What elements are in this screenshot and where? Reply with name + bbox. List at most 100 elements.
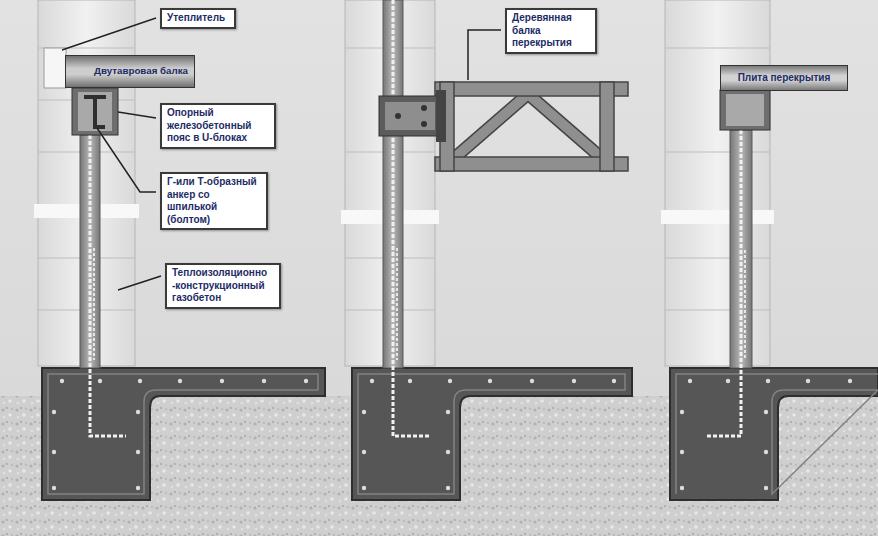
u-block-belt <box>72 88 118 135</box>
concrete-column <box>706 130 741 436</box>
foundation <box>52 450 56 454</box>
foundation <box>688 379 692 383</box>
callout-text: Опорный железобетонный пояс в U-блоках <box>167 107 269 145</box>
foundation <box>136 486 140 490</box>
concrete-column <box>396 248 398 360</box>
concrete-column <box>706 130 752 436</box>
concrete-column <box>383 0 430 436</box>
foundation <box>52 410 56 414</box>
foundation <box>446 486 450 490</box>
foundation <box>764 410 768 414</box>
steel-bracket <box>421 121 427 127</box>
wooden-truss <box>435 82 628 96</box>
u-block-belt <box>93 99 97 128</box>
wooden-truss <box>452 94 528 160</box>
leader-line <box>118 276 161 290</box>
leader-line <box>97 128 156 192</box>
foundation <box>262 379 266 383</box>
foundation <box>572 379 576 383</box>
foundation <box>362 379 616 490</box>
foundation <box>726 379 730 383</box>
u-block-belt <box>726 94 764 126</box>
u-block-belt <box>72 88 118 135</box>
foundation <box>766 379 770 383</box>
leader-line <box>62 18 156 50</box>
part-label: Плита перекрытия <box>738 72 831 85</box>
foundation <box>136 410 140 414</box>
foundation <box>408 379 412 383</box>
callout-text: Утеплитель <box>167 12 229 25</box>
foundation <box>446 450 450 454</box>
foundation <box>530 379 534 383</box>
wooden-truss <box>435 82 628 171</box>
callout-text: Г-или Т-образный анкер со шпилькой (болт… <box>167 176 261 226</box>
foundation <box>60 379 64 383</box>
concrete-column <box>80 135 126 436</box>
foundation <box>680 379 852 490</box>
foundation <box>488 379 492 383</box>
i-beam: Двутавровая балка <box>65 55 195 88</box>
u-block-belt <box>720 90 770 130</box>
wooden-truss <box>528 94 604 160</box>
foundation <box>52 486 56 490</box>
foundation <box>178 379 182 383</box>
part-label: Двутавровая балка <box>94 65 188 77</box>
foundation <box>680 410 684 414</box>
foundation <box>680 450 684 454</box>
callout-box: Утеплитель <box>160 8 236 29</box>
steel-bracket <box>421 105 427 111</box>
foundation <box>676 374 878 494</box>
u-block-belt <box>78 92 112 131</box>
wooden-truss <box>600 82 614 171</box>
floor-slab: Плита перекрытия <box>720 65 848 91</box>
foundation <box>670 368 878 500</box>
callout-box: Деревянная балка перекрытия <box>505 8 597 54</box>
foundation <box>98 379 102 383</box>
callout-box: Теплоизоляционно -конструкционный газобе… <box>165 263 281 309</box>
leader-line <box>468 30 501 80</box>
foundation <box>358 374 625 494</box>
block-wall <box>661 0 774 366</box>
foundation <box>42 368 325 500</box>
foundation <box>370 379 374 383</box>
foundation <box>48 374 318 494</box>
u-block-belt <box>720 90 770 130</box>
wooden-truss <box>528 94 604 160</box>
concrete-column <box>730 130 752 368</box>
steel-bracket <box>379 96 441 136</box>
foundation <box>446 410 450 414</box>
foundation <box>362 486 366 490</box>
foundation <box>42 368 325 500</box>
foundation <box>448 379 452 383</box>
u-block-belt <box>93 125 105 129</box>
wooden-truss <box>435 157 628 171</box>
foundation <box>136 450 140 454</box>
foundation <box>670 368 878 500</box>
foundation <box>220 379 224 383</box>
callout-box: Г-или Т-образный анкер со шпилькой (болт… <box>160 172 268 230</box>
concrete-column <box>744 250 746 360</box>
foundation <box>304 379 308 383</box>
foundation <box>362 410 366 414</box>
foundation <box>764 486 768 490</box>
callout-text: Теплоизоляционно -конструкционный газобе… <box>172 267 274 305</box>
callout-box: Опорный железобетонный пояс в U-блоках <box>160 103 276 149</box>
foundation <box>612 379 616 383</box>
concrete-column <box>93 248 95 360</box>
concrete-column <box>90 135 126 436</box>
concrete-column <box>393 0 430 436</box>
u-block-belt <box>84 95 106 99</box>
wooden-truss <box>452 94 528 160</box>
foundation <box>362 450 366 454</box>
foundation <box>680 486 684 490</box>
callout-text: Деревянная балка перекрытия <box>512 12 590 50</box>
leader-line <box>118 112 156 118</box>
steel-bracket <box>436 90 446 142</box>
steel-bracket <box>395 113 401 119</box>
leader-line <box>62 18 501 290</box>
foundation <box>138 379 142 383</box>
steel-bracket <box>379 90 446 142</box>
foundation <box>848 379 852 383</box>
foundation <box>806 379 810 383</box>
